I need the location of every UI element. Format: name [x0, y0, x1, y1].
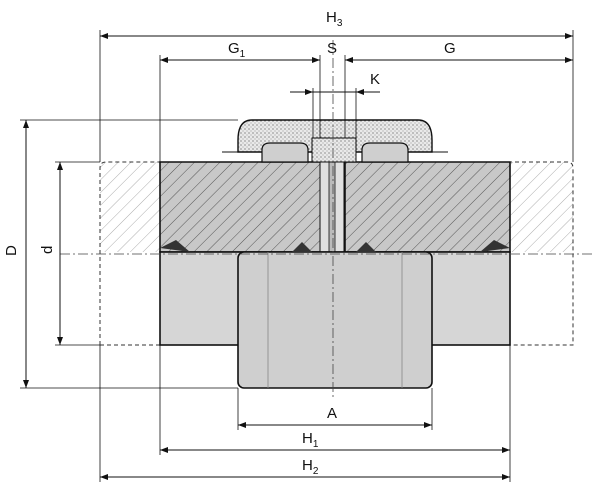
- label-h1: H1: [302, 430, 319, 450]
- dimension-labels: H3 G1 S G K D d A H1 H2: [3, 9, 456, 477]
- label-g: G: [444, 40, 456, 57]
- dimension-lines: [23, 33, 573, 480]
- label-d: d: [39, 246, 56, 254]
- label-D: D: [3, 245, 20, 256]
- label-k: K: [370, 71, 380, 88]
- label-a: A: [327, 405, 337, 422]
- label-s: S: [327, 40, 337, 57]
- hub-lower-section: [159, 240, 511, 389]
- outer-flange-dashed: [99, 161, 574, 346]
- label-g1: G1: [228, 40, 246, 60]
- label-h3: H3: [326, 9, 343, 29]
- extension-lines: [20, 30, 574, 482]
- elastomer-ring: [222, 119, 448, 163]
- hub-upper-section: [159, 161, 511, 253]
- label-h2: H2: [302, 457, 319, 477]
